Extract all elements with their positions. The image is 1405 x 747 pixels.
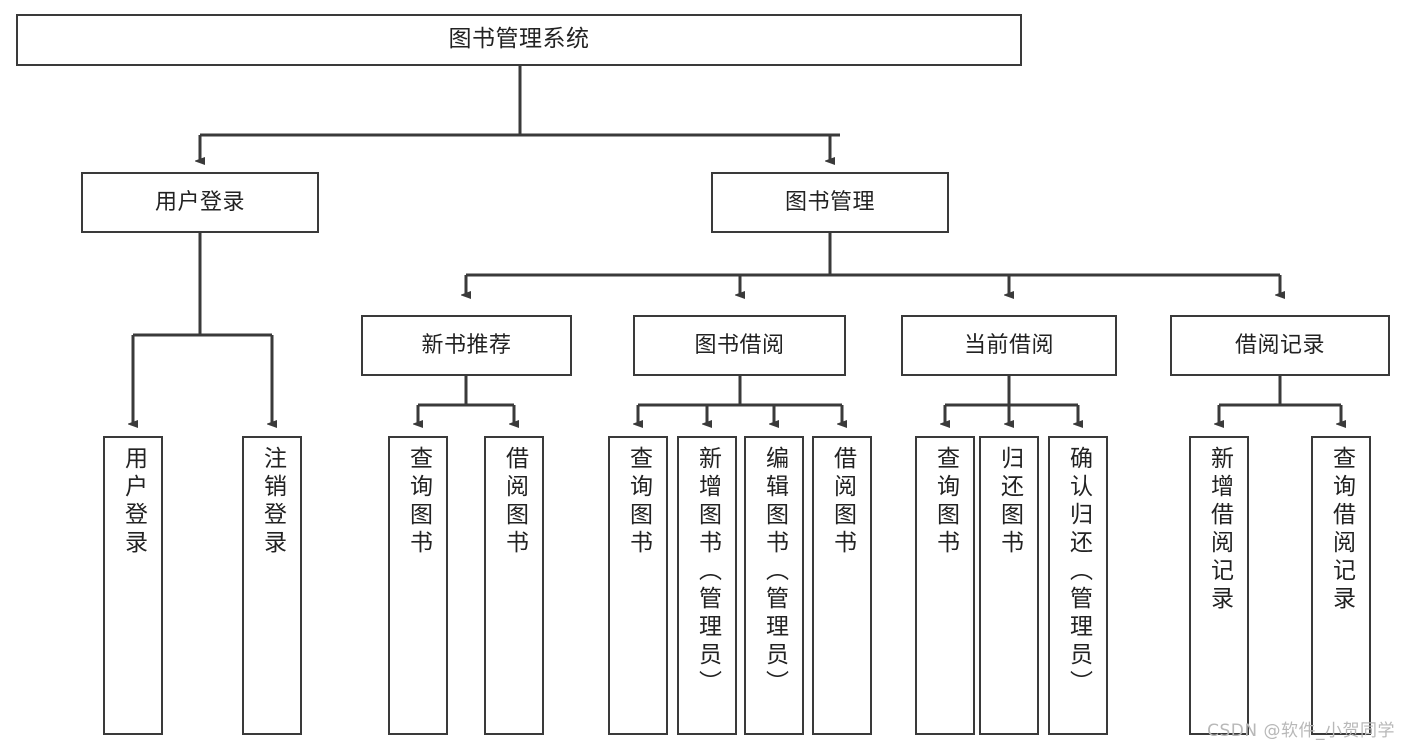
- node-label: 确认归还（管理员）: [1065, 446, 1092, 698]
- node-user-login[interactable]: 用户登录: [81, 172, 319, 233]
- leaf-confirm-return-admin[interactable]: 确认归还（管理员）: [1048, 436, 1108, 735]
- leaf-edit-book-admin[interactable]: 编辑图书（管理员）: [744, 436, 804, 735]
- node-label: 归还图书: [996, 446, 1023, 558]
- node-label: 注销登录: [259, 446, 286, 558]
- node-label: 查询图书: [625, 446, 652, 558]
- watermark-text: CSDN @软件_小贺同学: [1207, 721, 1395, 741]
- leaf-borrow-book-recommend[interactable]: 借阅图书: [484, 436, 544, 735]
- leaf-logout[interactable]: 注销登录: [242, 436, 302, 735]
- node-label: 图书借阅: [694, 332, 785, 358]
- leaf-query-book-borrow[interactable]: 查询图书: [608, 436, 668, 735]
- node-label: 借阅记录: [1234, 332, 1325, 358]
- node-label: 当前借阅: [963, 332, 1054, 358]
- node-label: 借阅图书: [829, 446, 856, 558]
- node-label: 新书推荐: [421, 332, 512, 358]
- node-label: 编辑图书（管理员）: [761, 446, 788, 698]
- node-label: 借阅图书: [501, 446, 528, 558]
- leaf-add-borrow-record[interactable]: 新增借阅记录: [1189, 436, 1249, 735]
- leaf-query-borrow-record[interactable]: 查询借阅记录: [1311, 436, 1371, 735]
- node-label: 查询借阅记录: [1328, 446, 1355, 614]
- node-label: 用户登录: [120, 446, 147, 558]
- node-current-borrow[interactable]: 当前借阅: [901, 315, 1117, 376]
- node-label: 图书管理: [784, 189, 875, 215]
- node-book-management[interactable]: 图书管理: [711, 172, 949, 233]
- leaf-add-book-admin[interactable]: 新增图书（管理员）: [677, 436, 737, 735]
- leaf-return-book[interactable]: 归还图书: [979, 436, 1039, 735]
- node-label: 图书管理系统: [448, 26, 590, 53]
- node-new-book-recommend[interactable]: 新书推荐: [361, 315, 572, 376]
- node-label: 用户登录: [154, 189, 245, 215]
- leaf-borrow-book[interactable]: 借阅图书: [812, 436, 872, 735]
- node-label: 新增图书（管理员）: [694, 446, 721, 698]
- node-label: 查询图书: [405, 446, 432, 558]
- leaf-query-book-current[interactable]: 查询图书: [915, 436, 975, 735]
- node-label: 新增借阅记录: [1206, 446, 1233, 614]
- node-root-system[interactable]: 图书管理系统: [16, 14, 1022, 66]
- node-borrow-record[interactable]: 借阅记录: [1170, 315, 1390, 376]
- leaf-query-book-recommend[interactable]: 查询图书: [388, 436, 448, 735]
- leaf-user-login[interactable]: 用户登录: [103, 436, 163, 735]
- node-label: 查询图书: [932, 446, 959, 558]
- node-book-borrow[interactable]: 图书借阅: [633, 315, 846, 376]
